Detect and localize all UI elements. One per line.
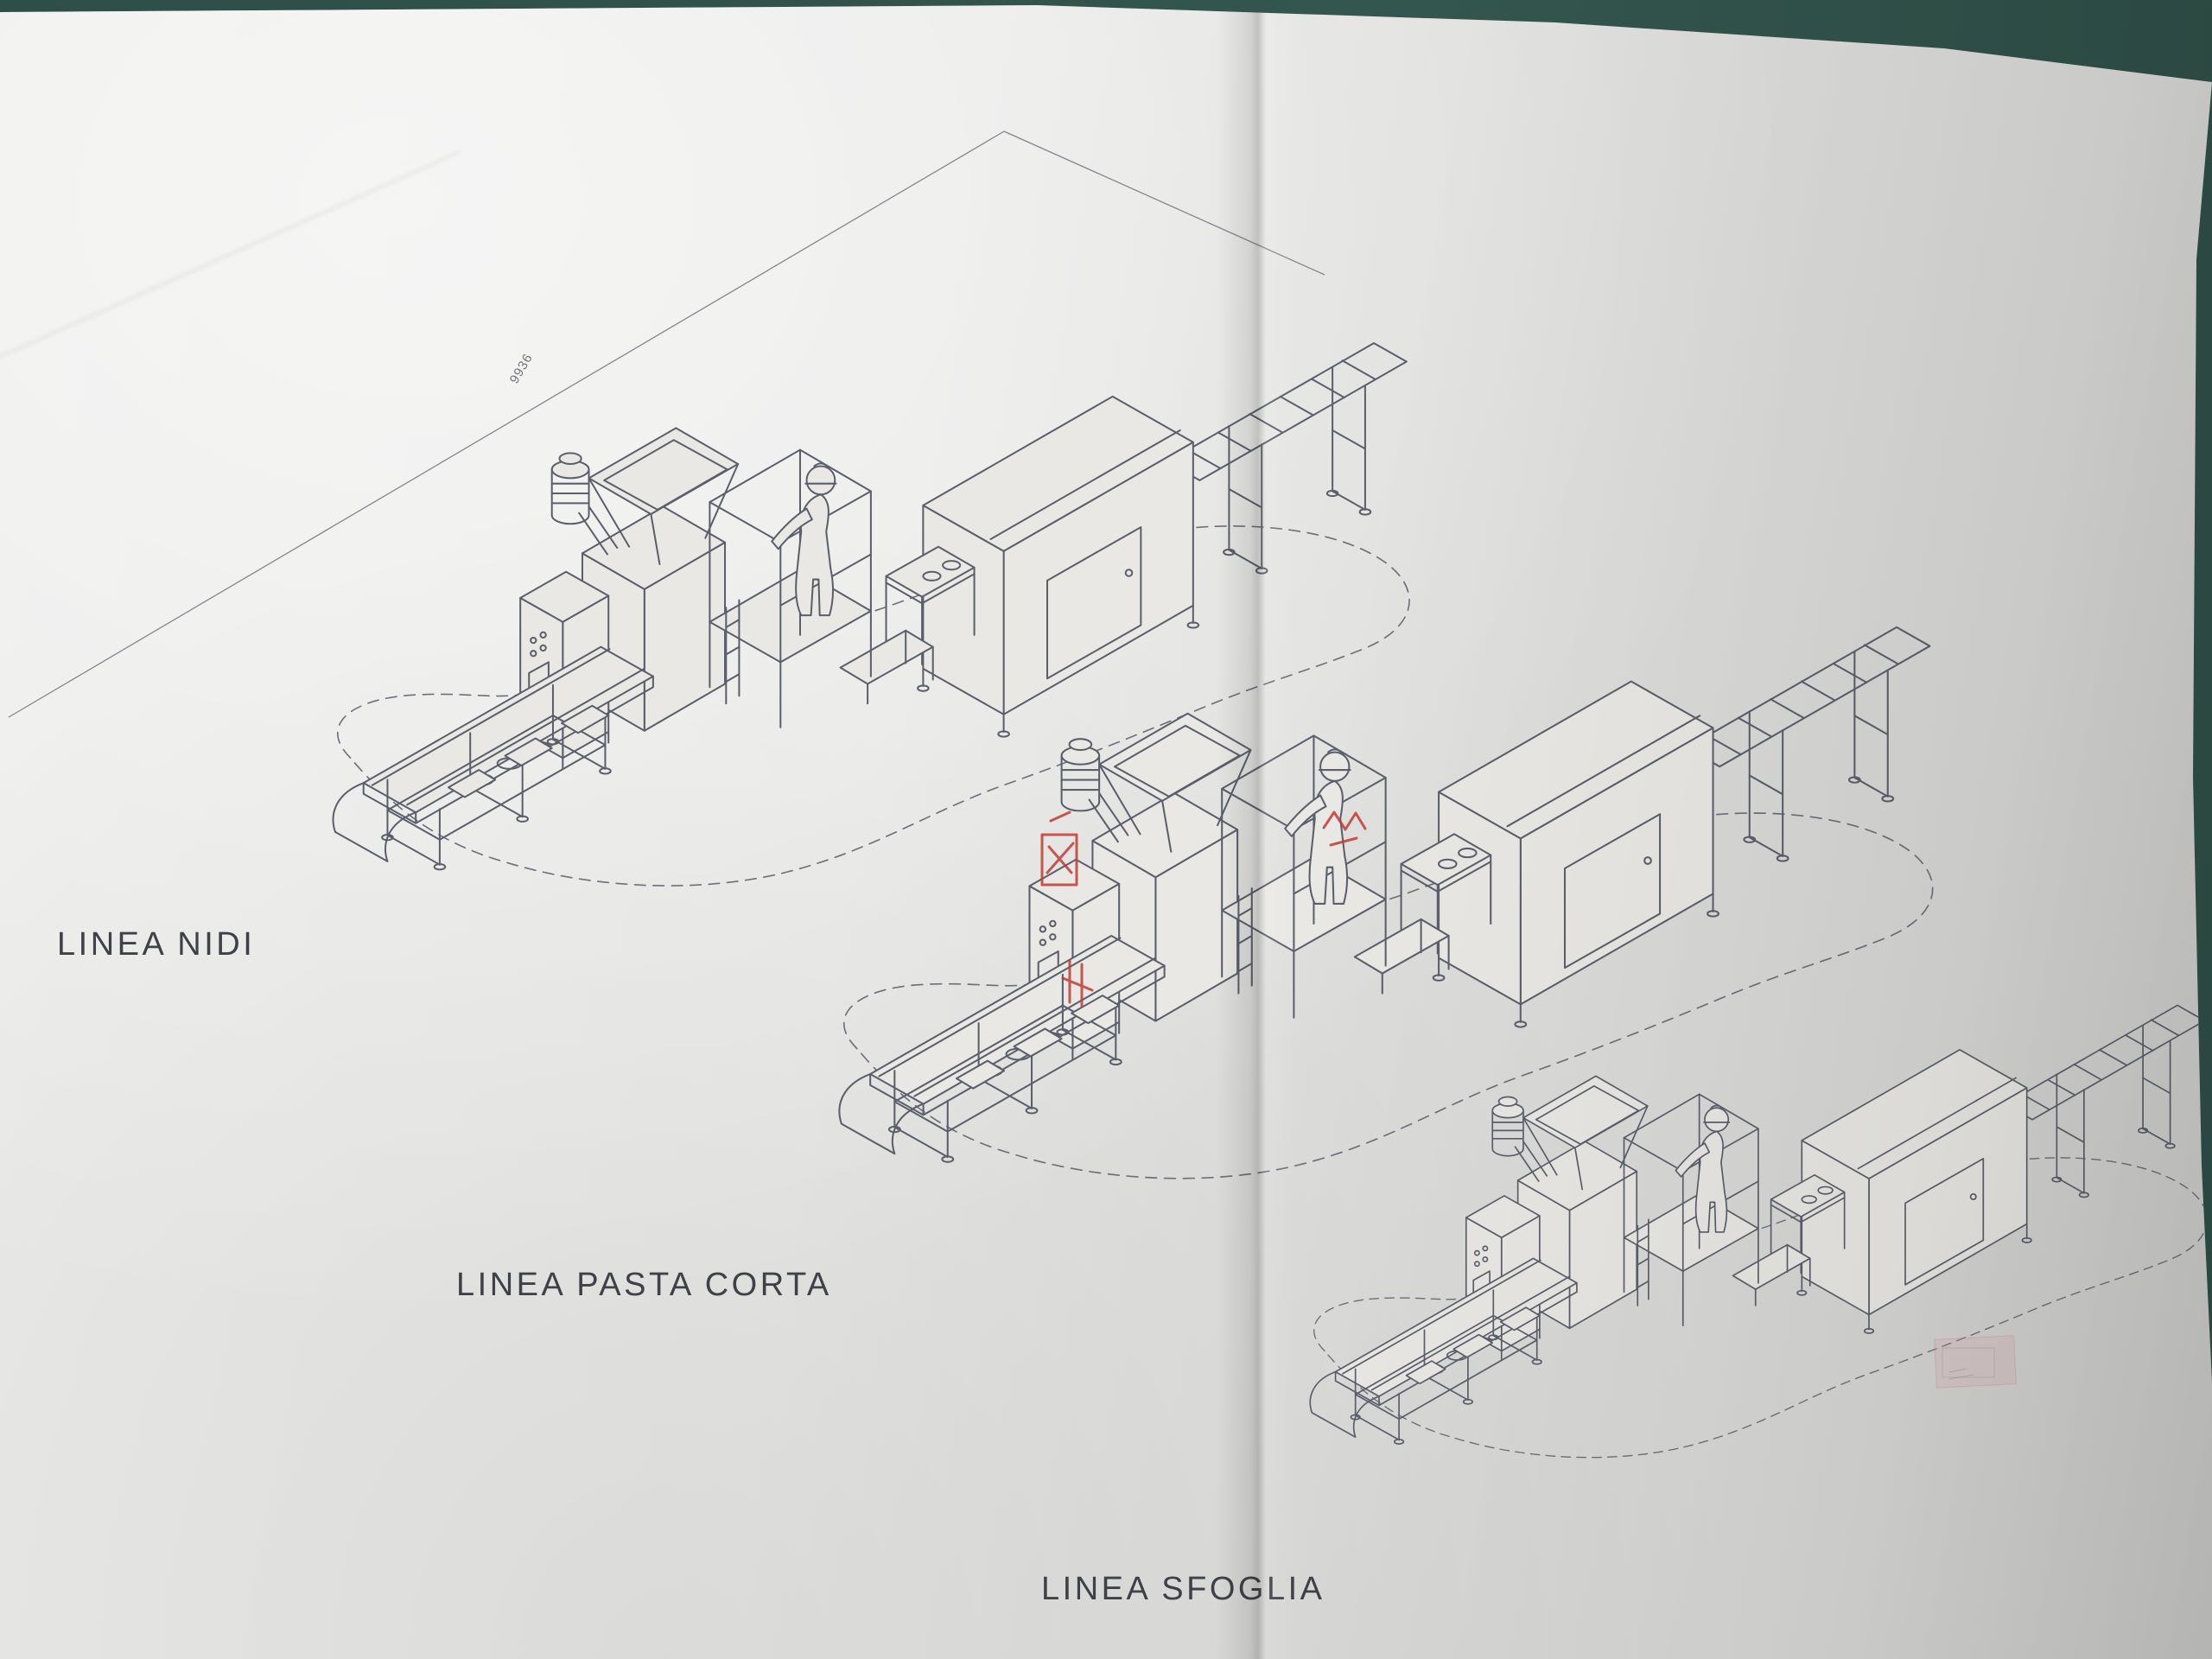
label-linea-sfoglia: LINEA SFOGLIA — [1041, 1571, 1325, 1607]
label-linea-nidi: LINEA NIDI — [57, 926, 256, 963]
faint-stamp-marks — [1934, 1335, 2017, 1389]
red-annotation-marks — [1040, 810, 1367, 1007]
drawing-linea-sfoglia — [1309, 1004, 2209, 1459]
label-linea-pasta-corta: LINEA PASTA CORTA — [456, 1267, 832, 1303]
dimension-label: 9936 — [507, 351, 536, 386]
